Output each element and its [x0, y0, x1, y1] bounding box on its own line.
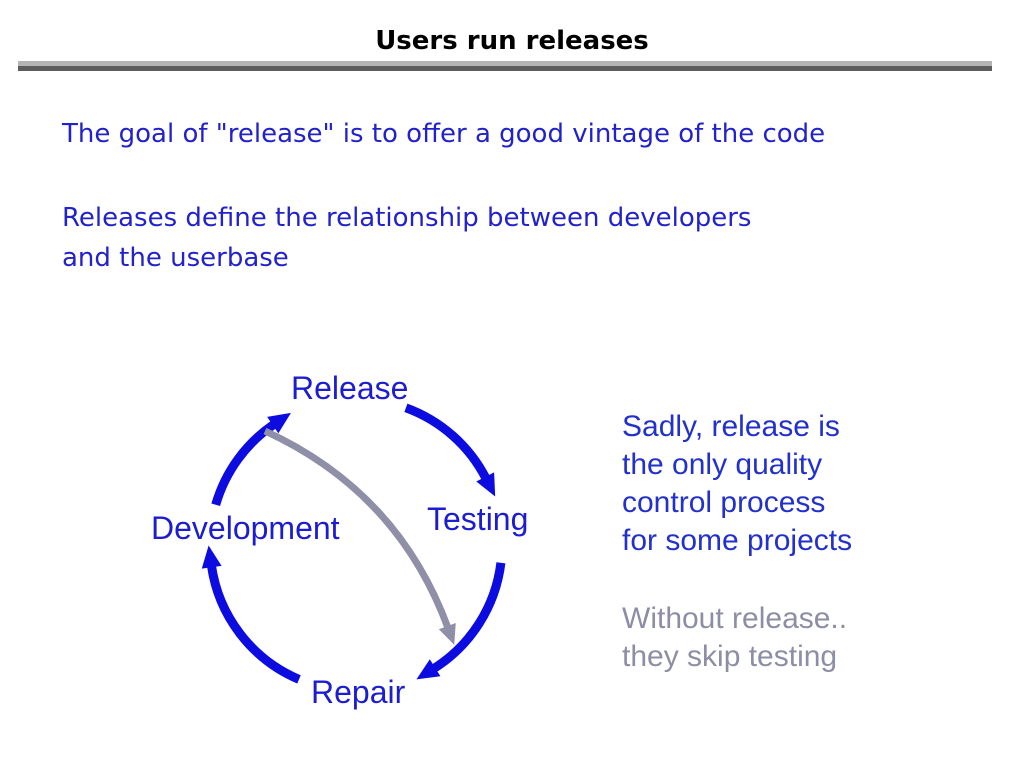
node-label-testing: Testing: [427, 501, 529, 537]
aside-note-skip-testing: Without release.. they skip testing: [622, 600, 847, 676]
intro-paragraph-2: Releases define the relationship between…: [62, 198, 751, 278]
aside-note-quality: Sadly, release is the only quality contr…: [622, 408, 852, 560]
aside-note-quality-line-1: Sadly, release is: [622, 410, 840, 443]
intro-paragraph-2-line-1: Releases define the relationship between…: [62, 203, 752, 233]
arc-repair-to-development-arrow: [201, 545, 301, 684]
intro-paragraph-2-line-2: and the userbase: [62, 243, 289, 273]
intro-paragraph-1: The goal of "release" is to offer a good…: [62, 119, 826, 149]
aside-note-quality-line-2: the only quality: [622, 448, 823, 481]
arc-release-to-testing-arrow: [404, 403, 496, 497]
aside-note-skip-testing-line-2: they skip testing: [622, 640, 838, 673]
arc-testing-to-repair-arrow: [416, 562, 506, 680]
node-label-development: Development: [151, 510, 340, 546]
title-divider-light-bar: [18, 61, 992, 66]
aside-note-skip-testing-line-1: Without release..: [622, 602, 848, 635]
slide-title: Users run releases: [375, 26, 649, 56]
arc-development-to-release-arrow: [211, 412, 291, 507]
title-divider-dark-bar: [18, 66, 992, 71]
aside-note-quality-line-3: control process: [622, 486, 826, 519]
title-divider: [18, 61, 992, 71]
node-label-repair: Repair: [311, 674, 406, 710]
node-label-release: Release: [291, 370, 409, 406]
aside-note-quality-line-4: for some projects: [622, 524, 853, 557]
shortcut-release-to-repair-arrow: [263, 427, 456, 645]
